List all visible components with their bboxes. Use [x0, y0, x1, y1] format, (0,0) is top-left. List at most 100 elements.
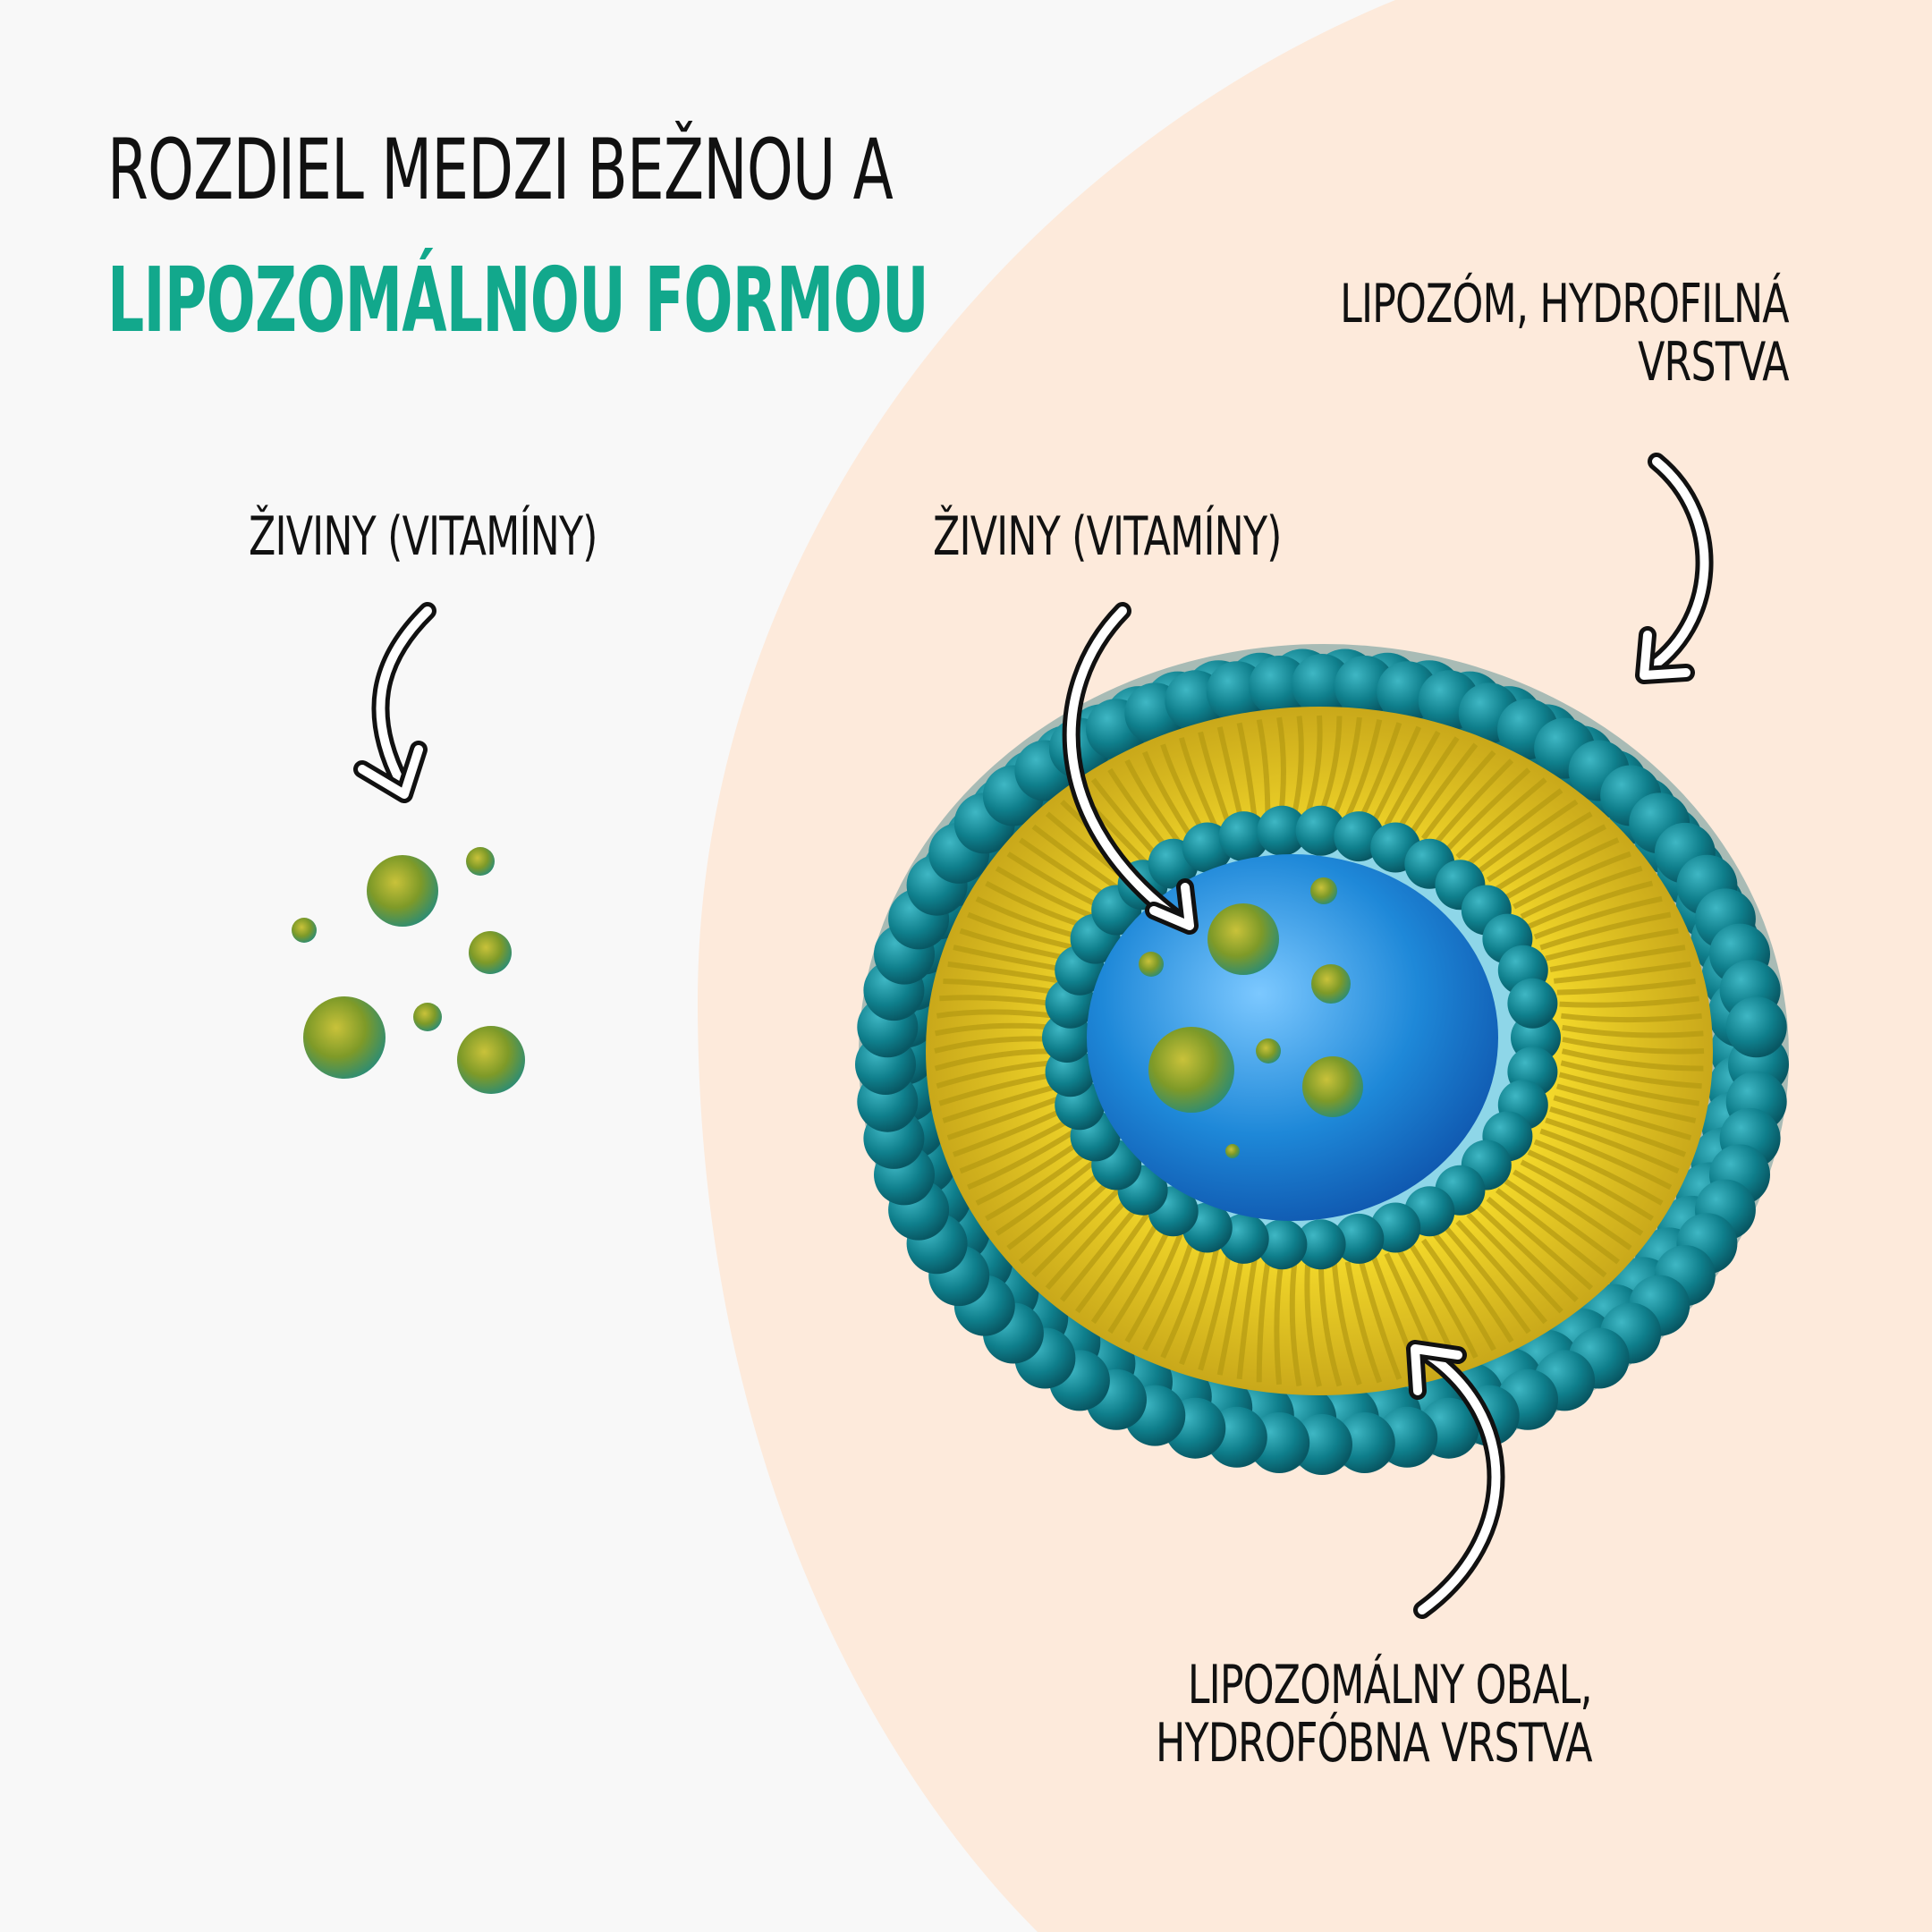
lipid-tail: [934, 1022, 1054, 1037]
phospholipid-head: [1257, 1219, 1308, 1270]
lipid-tail: [952, 1106, 1067, 1157]
phospholipid-head: [1257, 805, 1308, 856]
lipid-tail: [942, 1083, 1059, 1123]
nutrient-particle: [1139, 952, 1164, 977]
page-title-line-1: ROZDIEL MEDZI BEŽNOU A: [107, 122, 894, 219]
lipid-tail: [1318, 716, 1343, 816]
nutrient-particle: [469, 931, 512, 974]
lipid-tail: [1179, 737, 1219, 830]
lipid-tail: [1344, 718, 1383, 818]
lipid-tail: [1107, 767, 1172, 852]
lipid-tail: [1553, 1095, 1692, 1140]
lipid-tail: [1455, 1219, 1548, 1325]
lipid-tail: [1256, 1261, 1271, 1383]
nutrient-particle: [1302, 1056, 1363, 1117]
lipid-tail: [1074, 1213, 1150, 1314]
lipid-tail: [1344, 1261, 1383, 1384]
nutrient-particle: [457, 1026, 525, 1094]
lipid-tail: [1466, 1212, 1563, 1314]
phospholipid-head: [1249, 656, 1310, 716]
lipid-tail: [1018, 1179, 1112, 1265]
label-liposome-line-2: VRSTVA: [1638, 330, 1789, 394]
lipid-tail: [1420, 1238, 1496, 1352]
nutrient-particle: [1208, 903, 1279, 975]
lipid-tail: [1527, 1149, 1654, 1222]
lipid-tail: [1396, 736, 1460, 831]
page-title-line-2: LIPOZOMÁLNOU FORMOU: [107, 248, 929, 352]
lipid-tail: [975, 896, 1081, 940]
lipid-tail: [1371, 725, 1422, 823]
lipid-tail: [1358, 722, 1402, 820]
lipid-tail: [1318, 1264, 1343, 1387]
lipid-tail: [1292, 716, 1304, 815]
lipid-tail: [1559, 996, 1700, 1008]
lipid-tail: [934, 1036, 1054, 1054]
lipid-tail: [1486, 811, 1593, 883]
nutrient-particle: [367, 855, 438, 927]
lipid-tail: [943, 979, 1059, 996]
lipid-tail: [1553, 961, 1691, 984]
phospholipid-head: [1292, 1414, 1352, 1475]
lipid-tail: [1107, 1226, 1172, 1335]
lipid-tail: [1409, 1243, 1479, 1359]
lipid-tail: [934, 1048, 1054, 1072]
nutrient-particle: [292, 918, 317, 943]
phospholipid-head: [1334, 1412, 1395, 1473]
lipid-tail: [975, 1139, 1082, 1206]
nutrient-particle: [1310, 877, 1337, 904]
lipid-tail: [1289, 1264, 1302, 1387]
lipid-tail: [1545, 928, 1679, 962]
lipid-tail: [1520, 865, 1643, 919]
lipid-tail: [1558, 1072, 1700, 1106]
lipid-tail: [1466, 788, 1563, 867]
lipid-tail: [1031, 1188, 1121, 1278]
lipid-tail: [947, 961, 1063, 984]
lipid-tail: [1556, 979, 1696, 996]
phospholipid-head: [1218, 811, 1269, 862]
nutrient-particle: [303, 996, 386, 1079]
label-free-nutrients: ŽIVINY (VITAMÍNY): [249, 505, 597, 568]
encapsulated-nutrients: [1139, 877, 1363, 1158]
lipid-tail: [1504, 1179, 1621, 1265]
lipid-tail: [1274, 1263, 1284, 1385]
lipid-tail: [1384, 730, 1441, 826]
lipid-tail: [1495, 1188, 1607, 1278]
arrow-shell: [1406, 1340, 1505, 1619]
arrows: [353, 453, 1714, 1619]
arrow-liposome: [1635, 453, 1714, 684]
lipid-tail: [959, 928, 1071, 962]
nutrient-particle: [1225, 1144, 1240, 1158]
lipid-tail: [1476, 1205, 1579, 1302]
inner-head-groups: [1042, 805, 1561, 1270]
label-shell-line-2: HYDROFÓBNA VRSTVA: [1156, 1711, 1593, 1775]
arrow-inner: [1062, 602, 1199, 935]
lipid-tail: [1496, 824, 1606, 891]
aqueous-core: [1087, 854, 1498, 1221]
lipid-tail: [1236, 722, 1258, 819]
nutrient-particle: [1256, 1038, 1281, 1063]
label-liposome-line-1: LIPOZÓM, HYDROFILNÁ: [1340, 273, 1789, 335]
lipid-tail: [1562, 1024, 1704, 1038]
phospholipid-head: [1295, 1219, 1346, 1270]
lipid-tail: [1533, 1139, 1664, 1206]
liposome: [855, 644, 1789, 1475]
lipid-tail: [1476, 799, 1579, 875]
lipid-tail: [946, 1095, 1063, 1140]
lipid-tail: [1090, 777, 1160, 860]
lipid-tail: [1504, 837, 1620, 901]
outer-head-groups: [855, 648, 1789, 1475]
lipid-tail: [1160, 1244, 1208, 1359]
lipid-tail: [1276, 716, 1286, 816]
lipid-tail: [1124, 758, 1182, 846]
lipid-tail: [1562, 1037, 1705, 1055]
lipid-tail: [1549, 1106, 1687, 1157]
lipid-tail: [1539, 911, 1672, 951]
lipid-tail: [1513, 1169, 1632, 1250]
lipid-tail: [1236, 1259, 1258, 1380]
lipid-tail: [938, 1072, 1056, 1106]
nutrient-particle: [1148, 1027, 1234, 1113]
lipid-tail: [1198, 1253, 1232, 1371]
lipid-tail: [995, 866, 1096, 919]
phospholipid-head: [1334, 1213, 1385, 1264]
